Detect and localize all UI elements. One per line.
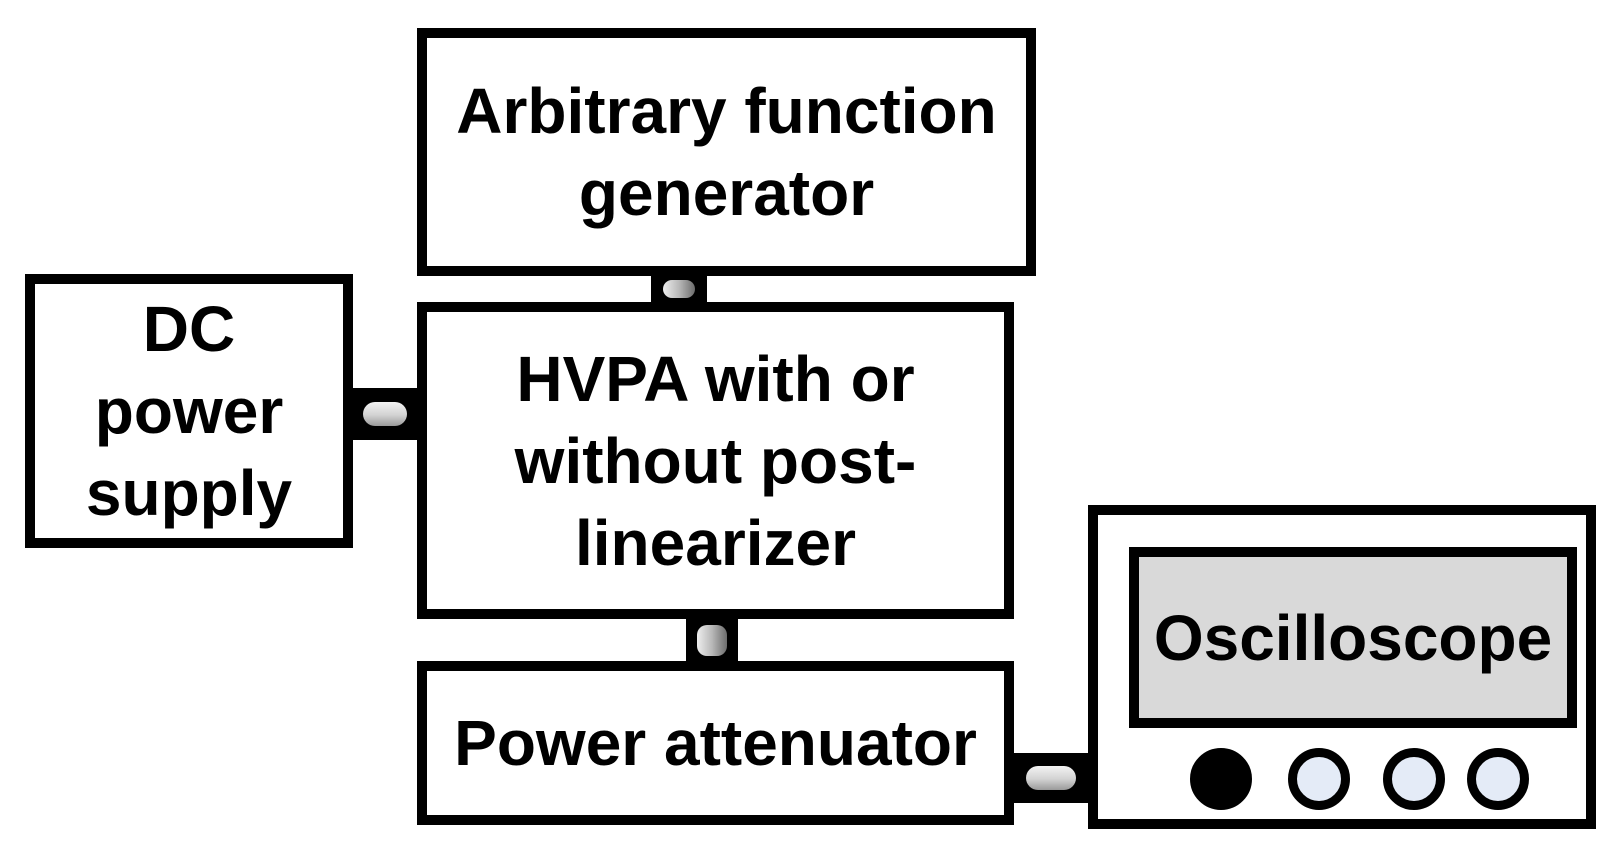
oscilloscope-block: Oscilloscope	[1088, 505, 1596, 829]
afg-hvpa-connector	[651, 270, 707, 308]
dc-power-supply-block: DC power supply	[25, 274, 353, 548]
attenuator-scope-connector	[1010, 753, 1092, 803]
hvpa-attenuator-plug	[696, 624, 728, 656]
oscilloscope-label: Oscilloscope	[1153, 601, 1553, 674]
oscilloscope-screen: Oscilloscope	[1129, 547, 1577, 728]
power-attenuator-label: Power attenuator	[454, 707, 977, 779]
power-attenuator-block: Power attenuator	[417, 661, 1014, 825]
attenuator-scope-plug	[1025, 766, 1077, 790]
dc-power-supply-label: DC power supply	[85, 293, 293, 529]
oscilloscope-knob-filled	[1190, 748, 1252, 810]
oscilloscope-knob-open	[1383, 748, 1445, 810]
afg-block: Arbitrary function generator	[417, 28, 1036, 276]
oscilloscope-knob-open	[1288, 748, 1350, 810]
oscilloscope-knob-open	[1467, 748, 1529, 810]
afg-hvpa-plug	[662, 280, 696, 298]
hvpa-label: HVPA with or without post-linearizer	[514, 342, 917, 579]
dc-hvpa-connector	[349, 388, 421, 440]
hvpa-block: HVPA with or without post-linearizer	[417, 302, 1014, 619]
afg-label: Arbitrary function generator	[456, 75, 997, 229]
dc-hvpa-plug	[362, 401, 408, 427]
hvpa-attenuator-connector	[686, 615, 738, 665]
